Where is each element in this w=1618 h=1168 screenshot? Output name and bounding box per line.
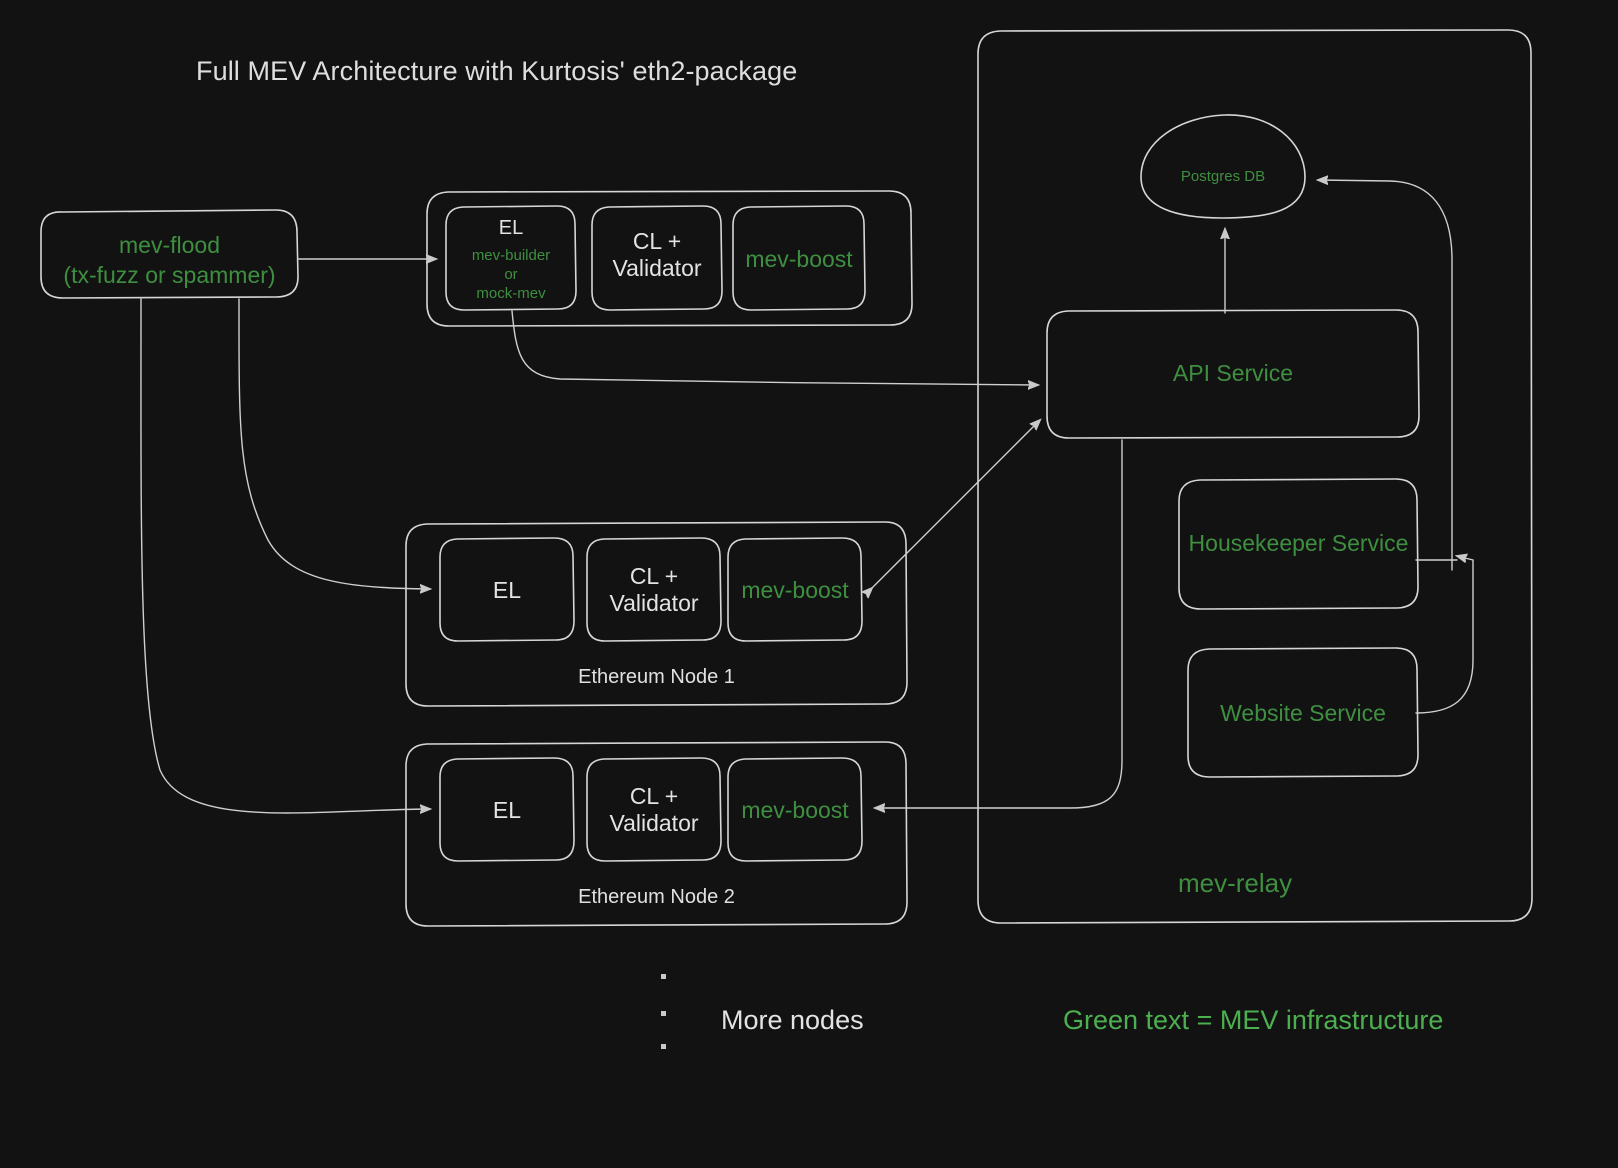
node2-mevboost-box xyxy=(727,757,863,862)
edge-rail-to-postgres xyxy=(1318,180,1453,571)
edge-node1-mevboost-api-service xyxy=(872,420,1040,588)
website-service-box xyxy=(1187,647,1419,778)
builder-node-container xyxy=(426,190,913,327)
node2-cl-box xyxy=(586,757,722,862)
builder-mevboost-box xyxy=(732,205,866,311)
node1-mevboost-box xyxy=(727,537,863,642)
node2-container xyxy=(405,741,908,927)
node1-cl-box xyxy=(586,537,722,642)
edge-api-service-to-node2-mevboost xyxy=(875,439,1123,808)
api-service-box xyxy=(1046,309,1420,439)
edge-mevflood-to-node2-el xyxy=(140,298,430,813)
node1-container xyxy=(405,521,908,707)
builder-el-box xyxy=(445,205,577,311)
edge-website-to-rail xyxy=(1415,556,1474,714)
mev-relay-container xyxy=(977,29,1533,924)
edge-builder-el-to-api-service xyxy=(511,310,1038,385)
node1-el-box xyxy=(439,537,575,642)
housekeeper-service-box xyxy=(1178,478,1419,610)
node2-el-box xyxy=(439,757,575,862)
builder-cl-box xyxy=(591,205,723,311)
edge-mevflood-to-node1-el xyxy=(238,298,430,589)
postgres-db-ellipse xyxy=(1140,114,1306,219)
mev-flood-box xyxy=(40,209,299,299)
